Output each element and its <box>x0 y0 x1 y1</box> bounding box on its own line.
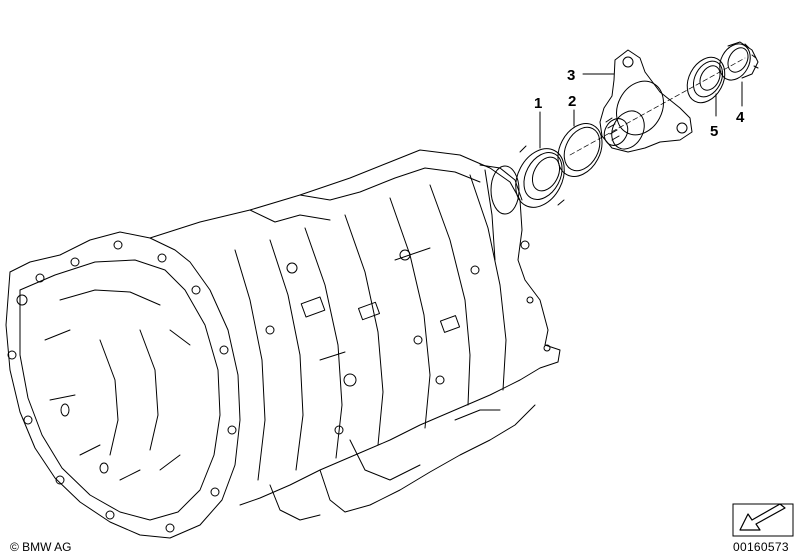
drawing-number: 00160573 <box>733 540 789 554</box>
part-1-shaft-seal <box>515 145 565 208</box>
label-part-3: 3 <box>567 67 575 84</box>
label-part-5: 5 <box>710 123 718 140</box>
part-3-output-flange <box>599 49 693 153</box>
part-4-collar-nut <box>719 41 759 81</box>
arrow-orientation-icon <box>732 503 794 537</box>
label-part-2: 2 <box>568 93 576 110</box>
label-part-4: 4 <box>736 109 745 126</box>
leader-lines <box>539 57 746 156</box>
copyright-text: © BMW AG <box>10 540 72 554</box>
transmission-housing <box>5 149 561 539</box>
part-2-spacer-ring <box>557 123 603 177</box>
part-5-seal-ring <box>686 56 726 104</box>
label-part-1: 1 <box>534 95 542 112</box>
